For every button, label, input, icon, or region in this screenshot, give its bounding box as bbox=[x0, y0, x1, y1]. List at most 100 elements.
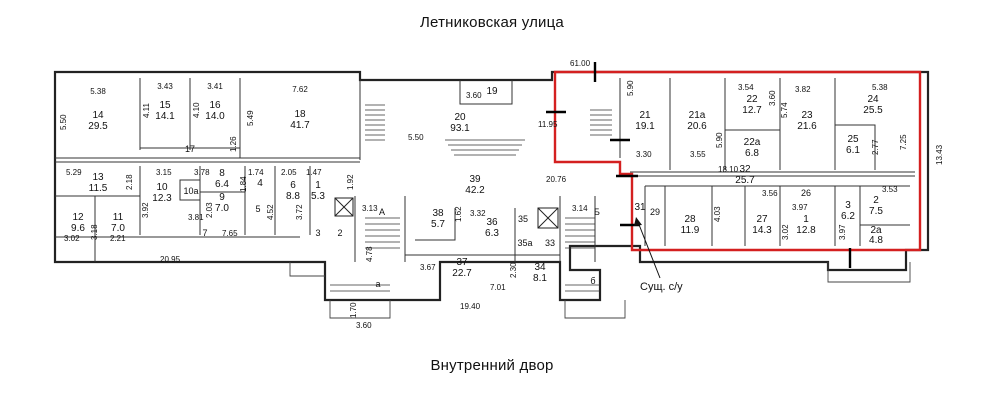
dimension-label: 7.62 bbox=[292, 85, 308, 94]
small-label: 35 bbox=[518, 214, 528, 224]
small-label: 35а bbox=[517, 238, 532, 248]
small-label: 2 bbox=[337, 228, 342, 238]
svg-text:7.5: 7.5 bbox=[869, 206, 883, 217]
dimension-label: 20.95 bbox=[160, 255, 181, 264]
svg-text:37: 37 bbox=[456, 257, 468, 268]
svg-text:1: 1 bbox=[315, 180, 321, 191]
building-outline bbox=[53, 70, 930, 302]
svg-text:6: 6 bbox=[290, 180, 296, 191]
small-label: 7 bbox=[202, 228, 207, 238]
svg-text:9: 9 bbox=[219, 192, 225, 203]
dimension-label: 11.95 bbox=[538, 120, 558, 129]
svg-text:11: 11 bbox=[113, 212, 124, 223]
room-label: 117.0 bbox=[111, 212, 125, 234]
dimension-label: 5.38 bbox=[872, 83, 888, 92]
svg-text:15: 15 bbox=[159, 100, 171, 111]
svg-text:5.7: 5.7 bbox=[431, 219, 445, 230]
svg-text:14.1: 14.1 bbox=[155, 111, 175, 122]
dimension-label: 1.74 bbox=[248, 168, 264, 177]
svg-text:8: 8 bbox=[219, 168, 225, 179]
svg-text:4.8: 4.8 bbox=[869, 235, 883, 246]
svg-text:12.3: 12.3 bbox=[152, 193, 172, 204]
dimension-label: 4.03 bbox=[713, 206, 722, 222]
svg-text:24: 24 bbox=[867, 94, 879, 105]
dimension-label: 5.29 bbox=[66, 168, 82, 177]
dimension-label: 1.47 bbox=[306, 168, 322, 177]
dimension-label: 3.55 bbox=[690, 150, 706, 159]
svg-text:2а: 2а bbox=[870, 225, 882, 236]
room-label: 2а4.8 bbox=[869, 225, 883, 246]
room-label: 15.3 bbox=[311, 180, 325, 202]
dimension-label: 3.14 bbox=[572, 204, 588, 213]
highlighted-area-outline bbox=[553, 70, 922, 252]
svg-text:25: 25 bbox=[847, 134, 859, 145]
dimension-label: 1.62 bbox=[454, 206, 463, 222]
svg-text:31: 31 bbox=[634, 202, 646, 213]
room-label: 348.1 bbox=[533, 262, 547, 284]
dimension-label: 3.02 bbox=[781, 224, 790, 240]
svg-text:23: 23 bbox=[801, 110, 813, 121]
svg-text:6.4: 6.4 bbox=[215, 179, 229, 190]
dimension-label: 3.60 bbox=[356, 321, 372, 330]
svg-text:42.2: 42.2 bbox=[465, 185, 485, 196]
svg-text:93.1: 93.1 bbox=[450, 123, 470, 134]
svg-text:32: 32 bbox=[739, 164, 751, 175]
stair-hatching bbox=[330, 104, 612, 292]
room-label: 129.6 bbox=[71, 212, 85, 234]
dimension-label: 4.78 bbox=[365, 246, 374, 262]
svg-text:8.8: 8.8 bbox=[286, 191, 300, 202]
svg-text:3: 3 bbox=[845, 200, 851, 211]
room-label: 19 bbox=[486, 86, 498, 97]
svg-text:36: 36 bbox=[486, 217, 498, 228]
dimension-label: 1.92 bbox=[346, 174, 355, 190]
callout-arrow bbox=[634, 217, 661, 279]
svg-text:14.0: 14.0 bbox=[205, 111, 225, 122]
svg-text:39: 39 bbox=[469, 174, 481, 185]
section-markers bbox=[546, 62, 852, 268]
dimension-label: 5.50 bbox=[408, 133, 424, 142]
dimension-label: 3.43 bbox=[157, 82, 173, 91]
svg-text:11.9: 11.9 bbox=[681, 225, 700, 236]
dimension-label: 7.65 bbox=[222, 229, 238, 238]
dimension-label: 1.26 bbox=[229, 136, 238, 152]
dimension-label: 61.00 bbox=[570, 59, 591, 68]
entrance-steps bbox=[289, 262, 911, 319]
svg-text:2: 2 bbox=[873, 195, 879, 206]
svg-text:8.1: 8.1 bbox=[533, 273, 547, 284]
svg-text:28: 28 bbox=[684, 214, 696, 225]
small-label: 33 bbox=[545, 238, 555, 248]
svg-text:6.8: 6.8 bbox=[745, 148, 759, 159]
dimension-label: 3.41 bbox=[207, 82, 223, 91]
svg-text:27: 27 bbox=[756, 214, 768, 225]
dimension-label: 2.30 bbox=[509, 262, 518, 278]
dimension-label: 18.10 bbox=[718, 165, 739, 174]
room-label: 36.2 bbox=[841, 200, 855, 222]
svg-text:12: 12 bbox=[72, 212, 84, 223]
dimension-label: 3.78 bbox=[194, 168, 210, 177]
dimension-label: 3.54 bbox=[738, 83, 754, 92]
svg-text:22.7: 22.7 bbox=[452, 268, 472, 279]
dimension-label: 3.02 bbox=[64, 234, 80, 243]
svg-text:34: 34 bbox=[534, 262, 546, 273]
dimension-label: 1.84 bbox=[239, 176, 248, 192]
svg-text:41.7: 41.7 bbox=[290, 120, 310, 131]
room-label: 86.4 bbox=[215, 168, 229, 190]
small-label: 3 bbox=[315, 228, 320, 238]
dimension-label: 2.03 bbox=[205, 202, 214, 218]
dimension-labels: 61.00 5.38 3.43 3.41 7.62 5.50 4.11 4.10… bbox=[59, 59, 944, 330]
dimension-label: 3.60 bbox=[768, 90, 777, 106]
dimension-label: 3.72 bbox=[295, 204, 304, 220]
dimension-label: 3.97 bbox=[838, 224, 847, 240]
dimension-label: 3.32 bbox=[470, 209, 486, 218]
svg-text:7.0: 7.0 bbox=[111, 223, 125, 234]
